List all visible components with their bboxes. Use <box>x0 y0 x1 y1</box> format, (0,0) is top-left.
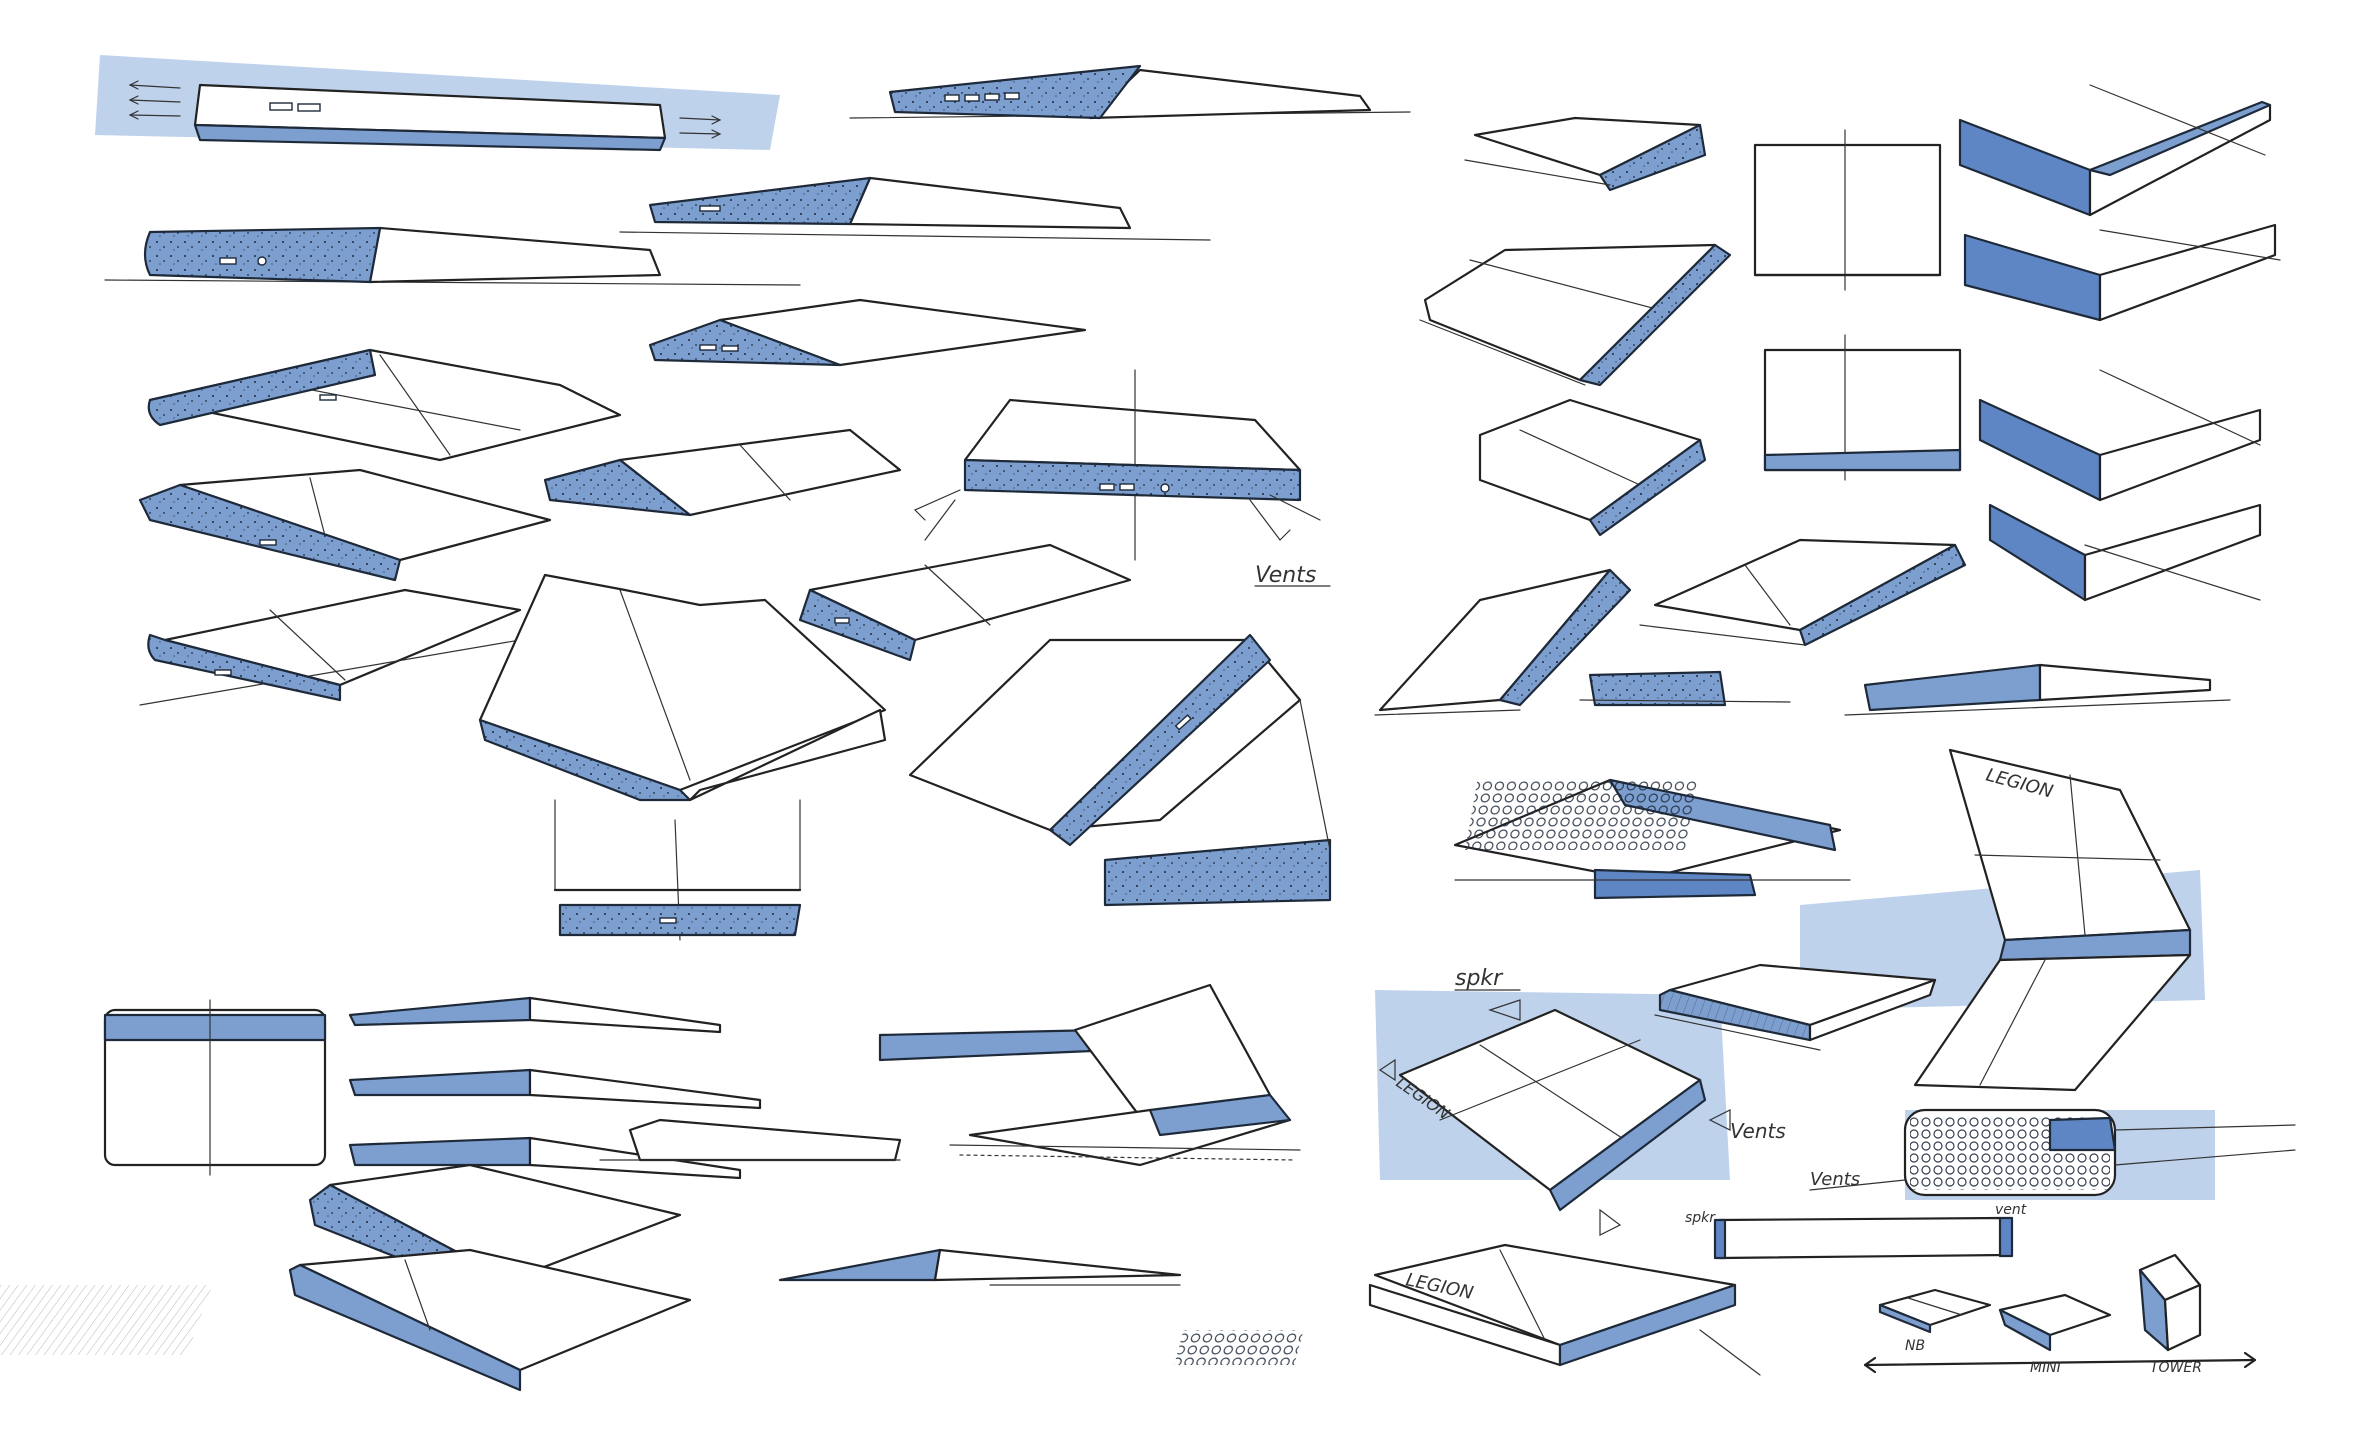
sketch-r-edge-detail-4 <box>1988 503 2262 602</box>
vent-label-small: vent <box>1995 1202 2027 1218</box>
sketch-profile-slab-left <box>104 226 801 286</box>
sketch-wedge-center <box>648 298 1087 367</box>
vents-label-bottom: Vents <box>1810 1169 1860 1190</box>
sketch-thick-slab-right <box>908 633 1332 907</box>
spkr-label-small: spkr <box>1685 1210 1716 1226</box>
sketch-r-legion-closed: LEGION <box>1174 1243 1761 1376</box>
sketch-r-size-comparison: NB MINI TOWER <box>1863 1253 2257 1376</box>
size-label-tower: TOWER <box>2150 1360 2202 1376</box>
sketch-r-wedge-1 <box>1639 538 1967 647</box>
sketch-r-small-slab <box>1654 963 1937 1051</box>
sketch-cube-vents: Vents <box>913 369 1331 588</box>
spkr-label: spkr <box>1455 966 1504 991</box>
sketch-r-legion-open: LEGION <box>1800 748 2205 1092</box>
sketch-stacked-notebook <box>0 1163 692 1392</box>
sketch-notebook-angled-5 <box>798 543 1132 662</box>
sketch-r-small-block <box>1579 670 1791 707</box>
sketch-r-spkr-notebook: LEGION spkr Vents <box>1375 966 1786 1236</box>
sketch-r-edge-detail-1 <box>1958 84 2272 217</box>
sketch-thin-blade <box>778 1248 1182 1286</box>
sketch-r-wedge-2 <box>1844 663 2231 716</box>
sketch-r-edge-detail-2 <box>1963 223 2281 322</box>
sketch-notebook-angled-4 <box>139 588 522 706</box>
sketch-r-grille-forms <box>1453 778 1851 900</box>
sketch-r-edge-detail-3 <box>1978 369 2262 502</box>
vents-label-center: Vents <box>1730 1119 1786 1143</box>
sketch-r-slab-top <box>1464 116 1707 192</box>
sketch-low-profile-top <box>849 64 1411 120</box>
sketch-r-slab-angled <box>1374 568 1632 716</box>
sketch-side-profile-airflow <box>95 55 780 152</box>
sketch-r-speaker-grille: Vents <box>1809 1108 2296 1200</box>
vents-label-left: Vents <box>1255 563 1316 588</box>
sketch-r-thin-bar: spkr vent <box>1685 1202 2027 1260</box>
sketch-flat-rect <box>103 999 327 1176</box>
sketch-r-square-2 <box>1763 334 1962 481</box>
sketch-r-notebook-1 <box>1419 243 1732 387</box>
sketch-r-notebook-2 <box>1478 398 1707 537</box>
sketch-open-laptop-center <box>478 573 887 941</box>
sketch-thin-wedge <box>619 176 1211 241</box>
sketch-notebook-angled-3 <box>138 468 552 582</box>
size-label-nb: NB <box>1905 1338 1925 1354</box>
sketch-thin-slabs-stack <box>348 996 902 1180</box>
size-label-mini: MINI <box>2030 1360 2061 1376</box>
sketch-r-square-1 <box>1753 129 1942 291</box>
sketch-open-laptop-bottom <box>878 983 1301 1167</box>
sketch-notebook-angled-2 <box>543 428 902 517</box>
sketch-notebook-angled-1 <box>147 348 622 462</box>
